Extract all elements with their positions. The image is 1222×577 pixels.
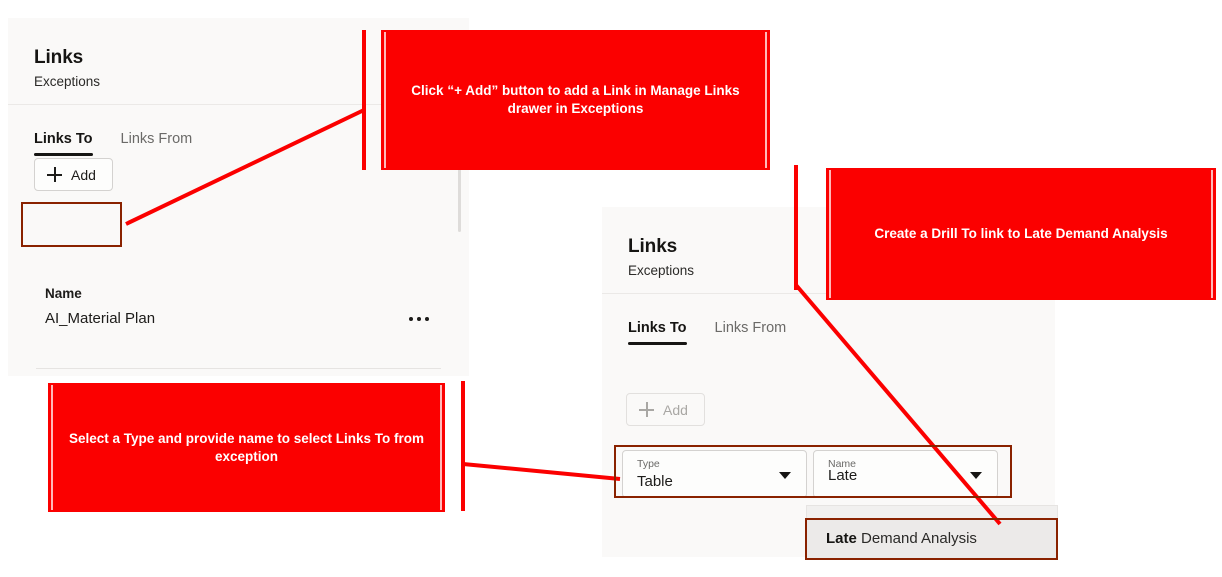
callout-select-type-text: Select a Type and provide name to select… xyxy=(68,430,425,464)
list-item[interactable]: AI_Material Plan xyxy=(45,310,433,327)
plus-icon xyxy=(47,167,62,182)
callout-select-type: Select a Type and provide name to select… xyxy=(48,383,445,512)
type-select-value: Table xyxy=(637,473,673,490)
page-subtitle: Exceptions xyxy=(34,73,101,89)
add-button-label-two: Add xyxy=(663,401,688,418)
highlight-suggestion xyxy=(805,518,1058,560)
plus-icon xyxy=(639,402,654,417)
suggestion-rest-text: Demand Analysis xyxy=(856,530,977,547)
page-title: Links xyxy=(34,47,84,68)
panel-one-scrollbar[interactable] xyxy=(458,168,461,232)
callout-add-button: Click “+ Add” button to add a Link in Ma… xyxy=(381,30,770,170)
callout-add-button-text: Click “+ Add” button to add a Link in Ma… xyxy=(411,83,740,116)
tab-links-to[interactable]: Links To xyxy=(34,131,93,157)
type-select-label: Type xyxy=(637,458,660,470)
tab-bar-two: Links To Links From xyxy=(602,294,1055,346)
highlight-type-name-fields xyxy=(614,445,1012,498)
add-link-button-disabled[interactable]: Add xyxy=(626,393,705,426)
chevron-down-icon[interactable] xyxy=(779,472,791,479)
list-column-header-name: Name xyxy=(45,286,82,301)
highlight-add-button xyxy=(21,202,122,247)
add-button-label: Add xyxy=(71,166,96,183)
callout-drill-to-link: Create a Drill To link to Late Demand An… xyxy=(826,168,1216,300)
tab-links-from[interactable]: Links From xyxy=(120,131,193,148)
ellipsis-icon[interactable] xyxy=(405,311,433,327)
page-title-two: Links xyxy=(628,236,678,257)
tab-links-from-two[interactable]: Links From xyxy=(714,320,787,337)
drawer-header: Links Exceptions xyxy=(8,18,469,106)
suggestion-match-text: Late xyxy=(826,530,857,547)
add-link-button[interactable]: Add xyxy=(34,158,113,191)
type-select[interactable]: Type Table xyxy=(622,450,807,498)
callout-drill-to-link-text: Create a Drill To link to Late Demand An… xyxy=(874,226,1168,242)
list-divider xyxy=(36,368,441,369)
page-subtitle-two: Exceptions xyxy=(628,262,695,278)
tab-links-to-two[interactable]: Links To xyxy=(628,320,687,346)
list-item-name: AI_Material Plan xyxy=(45,310,156,327)
